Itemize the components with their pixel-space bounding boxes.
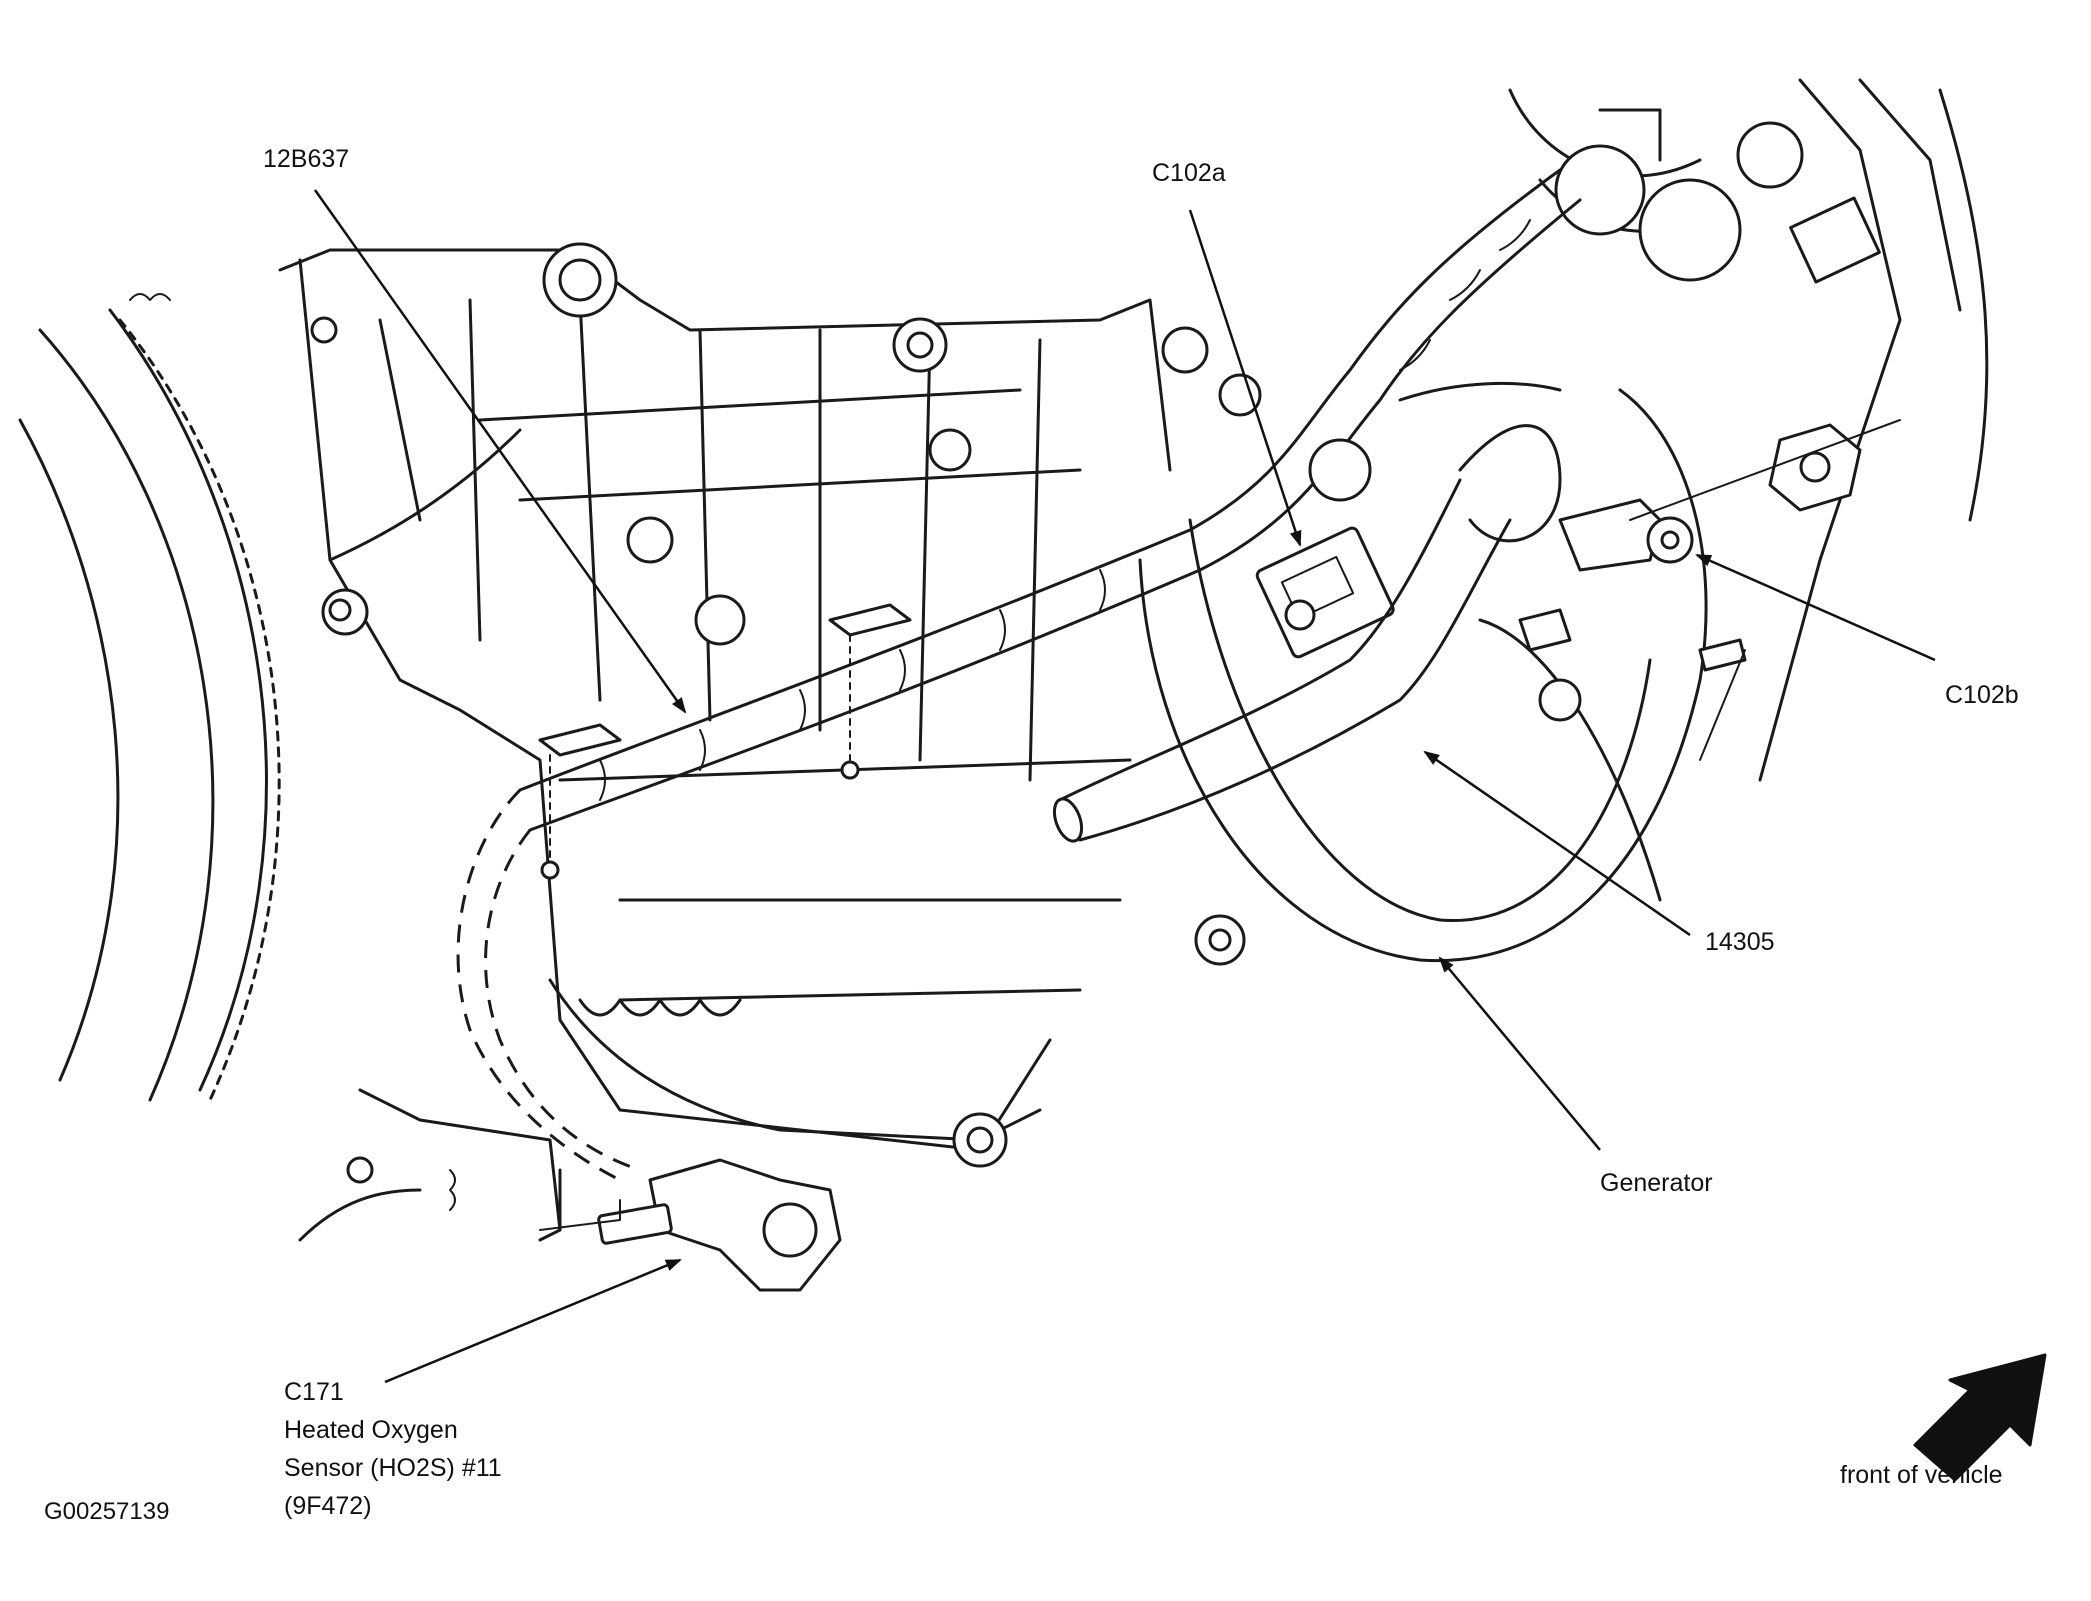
upper-right-components (1508, 78, 1989, 782)
engine-block (278, 242, 1262, 1168)
callout-C102a: C102a (1152, 159, 1226, 187)
flywheel (18, 293, 281, 1102)
generator (1052, 381, 1901, 966)
ho2s-connector (539, 1158, 842, 1292)
callout-ho2s-line3: (9F472) (284, 1492, 372, 1520)
callout-C171-code: C171 (284, 1378, 344, 1406)
direction-arrow-icon (1913, 1353, 2047, 1482)
bracket (298, 1088, 562, 1242)
callout-generator: Generator (1600, 1169, 1713, 1197)
callout-C171: C171 Heated Oxygen Sensor (HO2S) #11 (9F… (284, 1373, 502, 1525)
wire-harness-12B637 (456, 168, 1582, 1182)
figure-id: G00257139 (44, 1498, 170, 1525)
callout-12B637: 12B637 (263, 145, 350, 173)
callout-C102b: C102b (1945, 681, 2019, 709)
leader-lines (313, 189, 1936, 1384)
callout-14305: 14305 (1705, 928, 1775, 956)
callout-ho2s-line2: Sensor (HO2S) #11 (284, 1454, 502, 1482)
callout-ho2s-line1: Heated Oxygen (284, 1416, 458, 1444)
front-of-vehicle-label: front of vehicle (1840, 1461, 2003, 1489)
